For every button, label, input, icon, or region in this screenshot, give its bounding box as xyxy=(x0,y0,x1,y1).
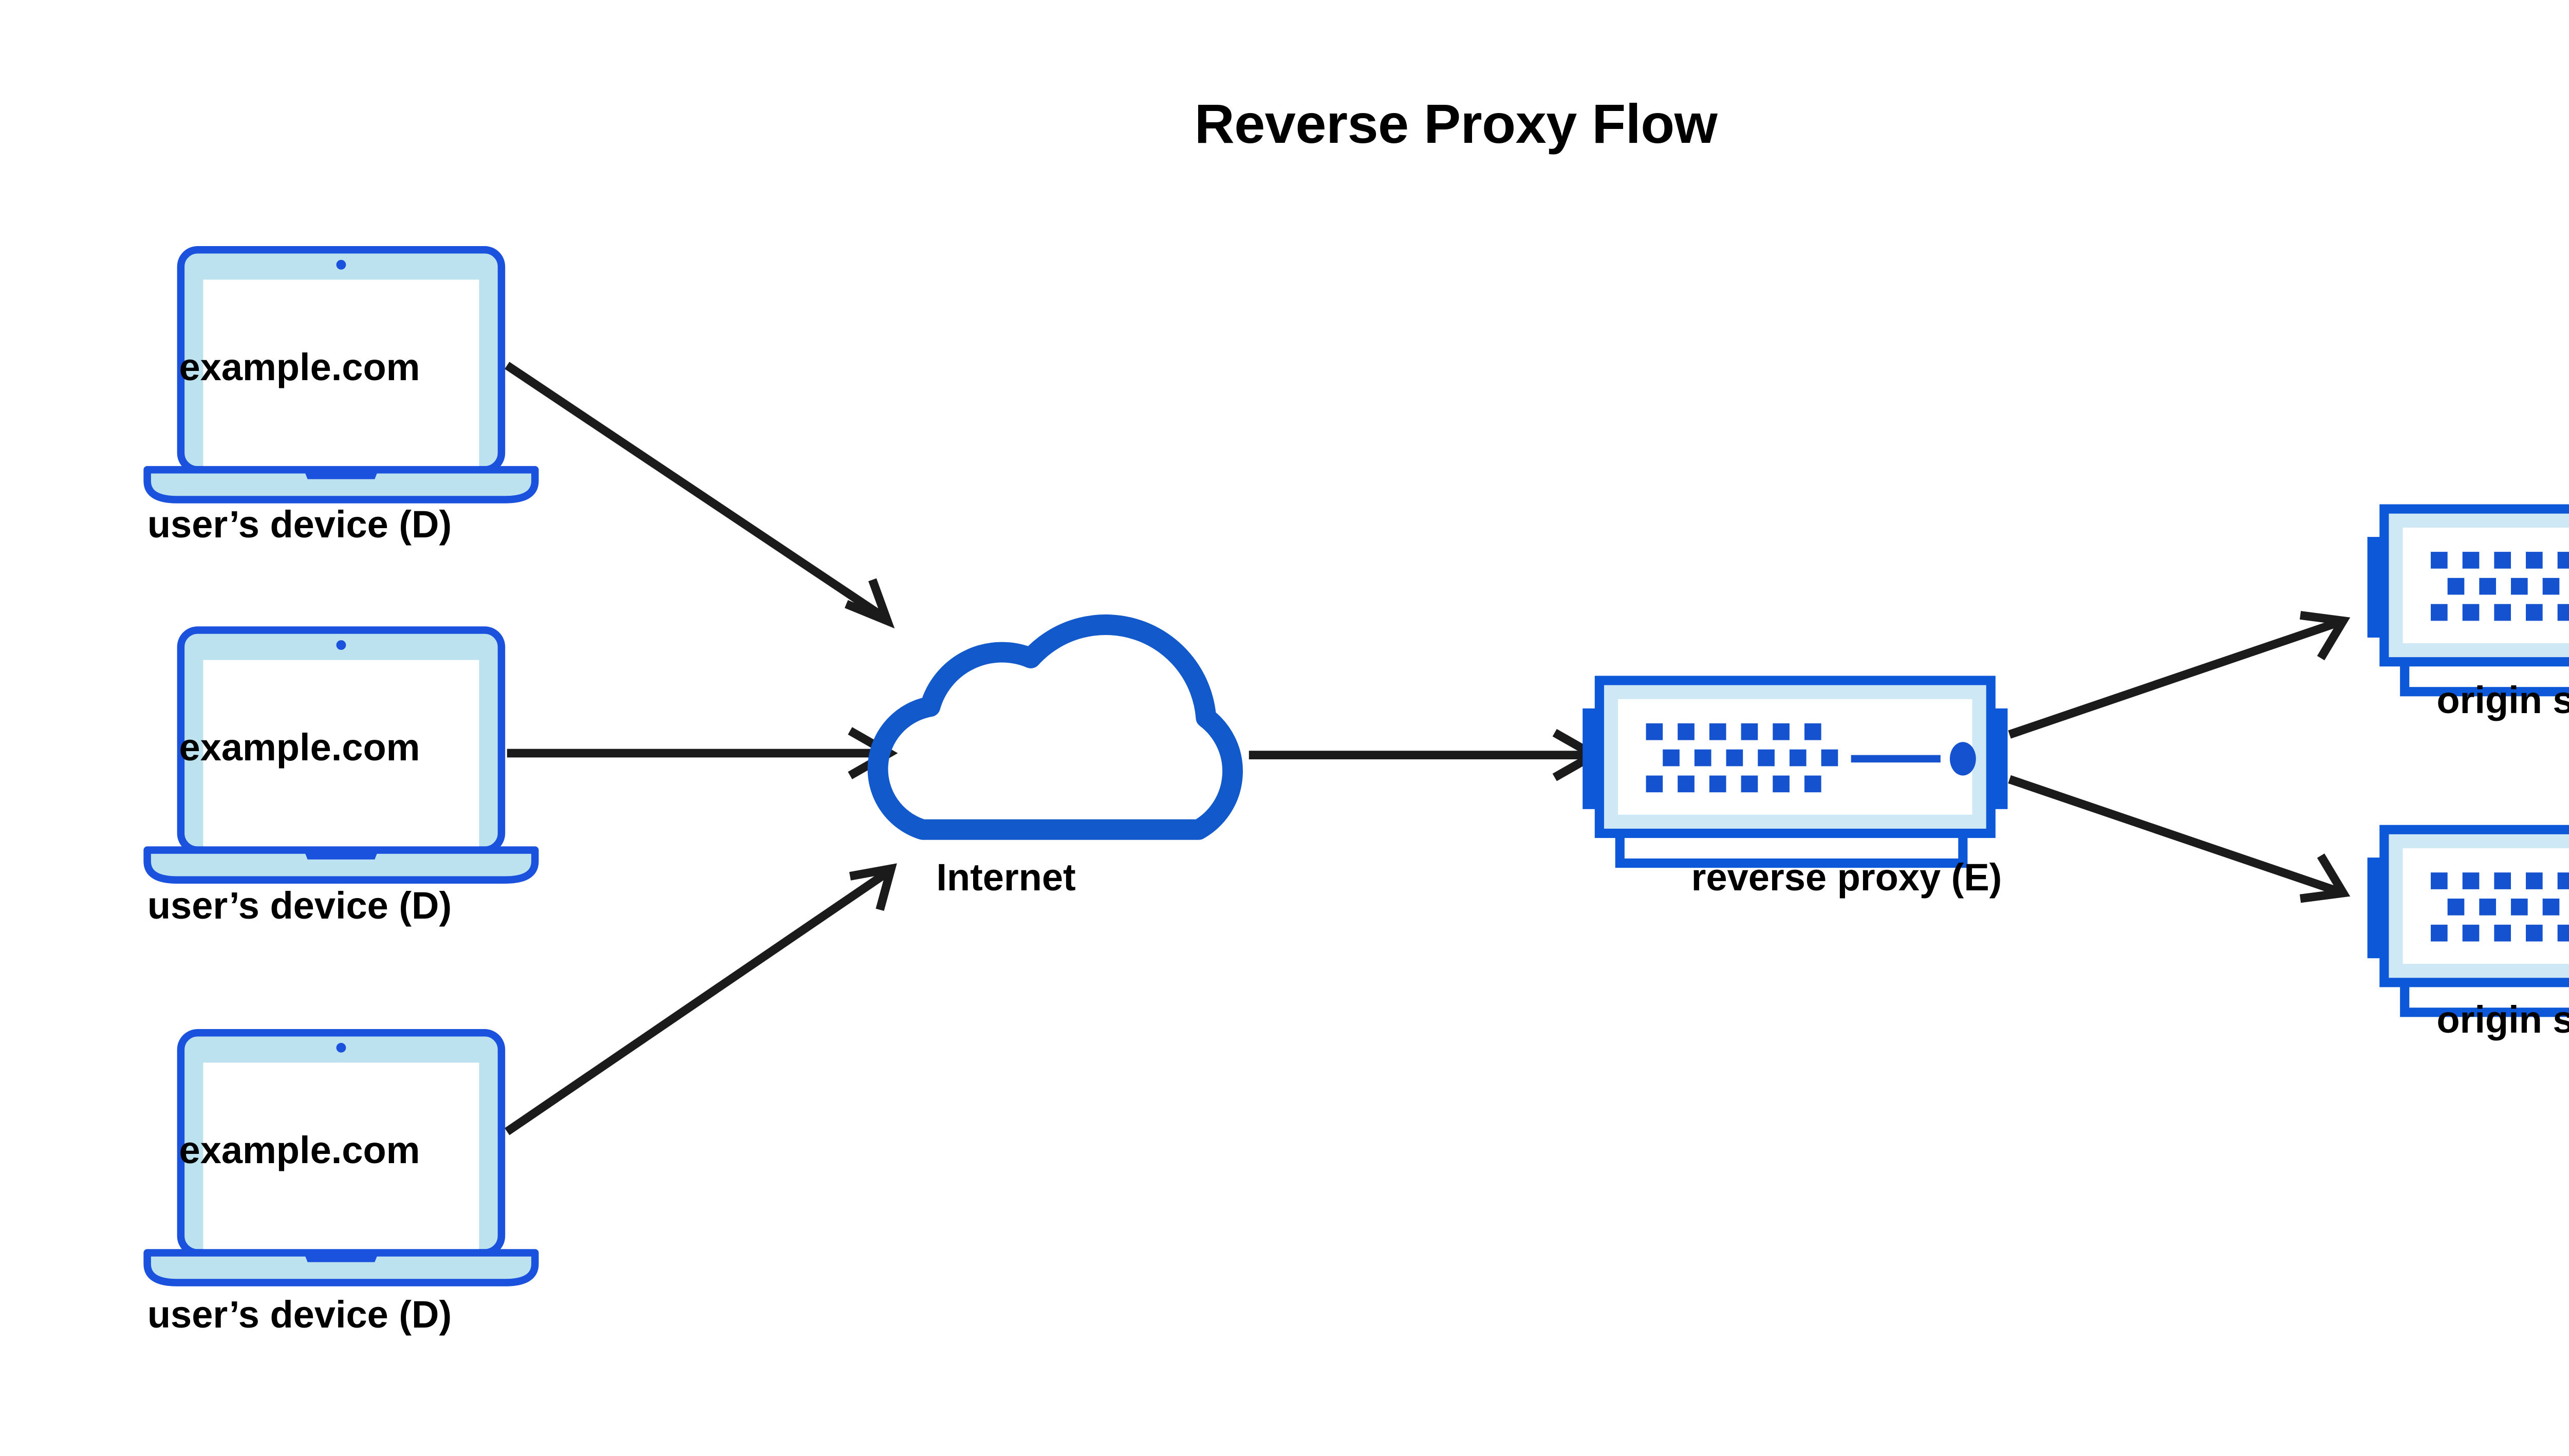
node-label-users-device: user’s device (D) xyxy=(147,1293,452,1336)
laptop-screen-text: example.com xyxy=(179,346,420,388)
node-label-internet: Internet xyxy=(936,856,1076,899)
server-icon[interactable] xyxy=(2368,830,2569,1013)
node-label-users-device: user’s device (D) xyxy=(147,884,452,927)
edge-layer xyxy=(505,362,2351,1135)
edge-proxy-to-origin2 xyxy=(2008,775,2351,903)
node-label-reverse-proxy: reverse proxy (E) xyxy=(1691,856,2002,899)
edge-device3-to-internet xyxy=(505,863,897,1135)
node-label-origin-server: origin server (F) xyxy=(2436,679,2569,721)
node-label-users-device: user’s device (D) xyxy=(147,503,452,546)
laptop-screen-text: example.com xyxy=(179,726,420,769)
edge-device1-to-internet xyxy=(505,362,895,629)
edge-internet-to-proxy xyxy=(1249,729,1603,781)
edge-device2-to-internet xyxy=(507,727,898,779)
server-icon[interactable] xyxy=(1583,680,2007,863)
edge-proxy-to-origin1 xyxy=(2008,611,2351,739)
server-icon[interactable] xyxy=(2368,509,2569,692)
node-label-origin-server: origin server (F) xyxy=(2436,998,2569,1041)
cloud-icon[interactable] xyxy=(878,625,1233,830)
page-title: Reverse Proxy Flow xyxy=(1194,92,1718,155)
laptop-screen-text: example.com xyxy=(179,1129,420,1171)
